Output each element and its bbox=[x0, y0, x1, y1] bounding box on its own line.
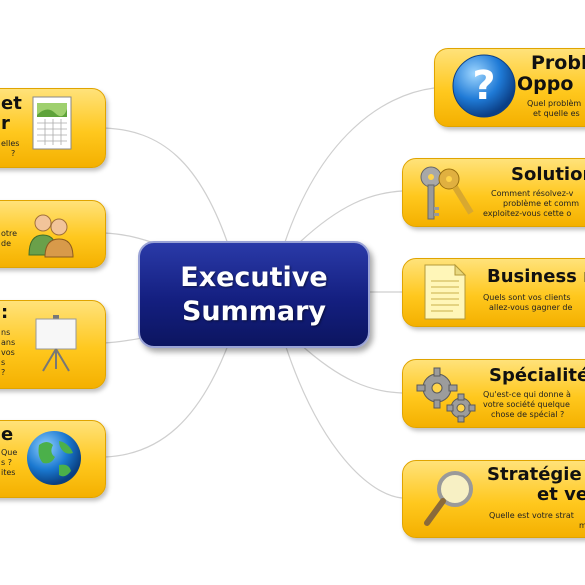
node-problem-desc: Quel problèm et quelle es bbox=[527, 99, 582, 118]
connector-problem bbox=[284, 87, 435, 243]
node-planning-title: et r bbox=[1, 93, 22, 134]
people-icon bbox=[28, 214, 74, 258]
node-solution-desc: Comment résolvez-v problème et comm expl… bbox=[483, 189, 580, 218]
node-strategy-desc: Quelle est votre strat marc bbox=[489, 511, 585, 530]
node-global[interactable]: e Que s ? ites bbox=[0, 420, 106, 498]
presentation-board-icon bbox=[35, 315, 77, 372]
gears-icon bbox=[416, 367, 476, 423]
connector-speciality bbox=[299, 343, 403, 394]
globe-icon bbox=[27, 431, 81, 485]
node-problem-title: Probl Oppo bbox=[517, 52, 585, 95]
node-speciality[interactable]: Spécialité Qu'est-ce qui donne à votre s… bbox=[402, 359, 585, 428]
document-icon bbox=[424, 263, 467, 320]
node-solution[interactable]: Solution Comment résolvez-v problème et … bbox=[402, 158, 585, 227]
calendar-icon bbox=[32, 96, 72, 150]
connector-planning bbox=[103, 127, 231, 251]
node-presentation-desc: ns ans vos s ? bbox=[1, 328, 16, 377]
node-strategy-title: Stratégie r et ve bbox=[487, 464, 585, 505]
connector-global bbox=[103, 339, 231, 458]
connector-strategy bbox=[284, 343, 403, 499]
node-problem[interactable]: ? Probl Oppo Quel problèm et quelle es bbox=[434, 48, 585, 127]
node-business-desc: Quels sont vos clients allez-vous gagner… bbox=[483, 293, 573, 312]
node-global-title: e bbox=[1, 424, 14, 445]
node-team-desc: otre de bbox=[1, 229, 18, 248]
node-speciality-title: Spécialité bbox=[489, 365, 585, 386]
center-node[interactable]: Executive Summary bbox=[138, 241, 370, 348]
connector-solution bbox=[299, 190, 403, 243]
keys-icon bbox=[420, 166, 474, 220]
svg-text:?: ? bbox=[472, 63, 495, 109]
node-business[interactable]: Business m Quels sont vos clients allez-… bbox=[402, 258, 585, 327]
node-planning-desc: elles ? bbox=[1, 139, 20, 158]
node-presentation[interactable]: : ns ans vos s ? bbox=[0, 300, 106, 389]
node-business-title: Business m bbox=[487, 266, 585, 287]
node-team[interactable]: otre de bbox=[0, 200, 106, 268]
node-solution-title: Solution bbox=[511, 164, 585, 185]
node-speciality-desc: Qu'est-ce qui donne à votre société quel… bbox=[483, 390, 571, 419]
magnifier-icon bbox=[424, 471, 473, 526]
question-mark-icon: ? bbox=[452, 54, 516, 118]
node-presentation-title: : bbox=[1, 302, 9, 323]
center-title: Executive Summary bbox=[180, 261, 328, 327]
node-strategy[interactable]: Stratégie r et ve Quelle est votre strat… bbox=[402, 460, 585, 538]
node-global-desc: Que s ? ites bbox=[1, 448, 18, 477]
node-planning[interactable]: et r elles ? bbox=[0, 88, 106, 168]
